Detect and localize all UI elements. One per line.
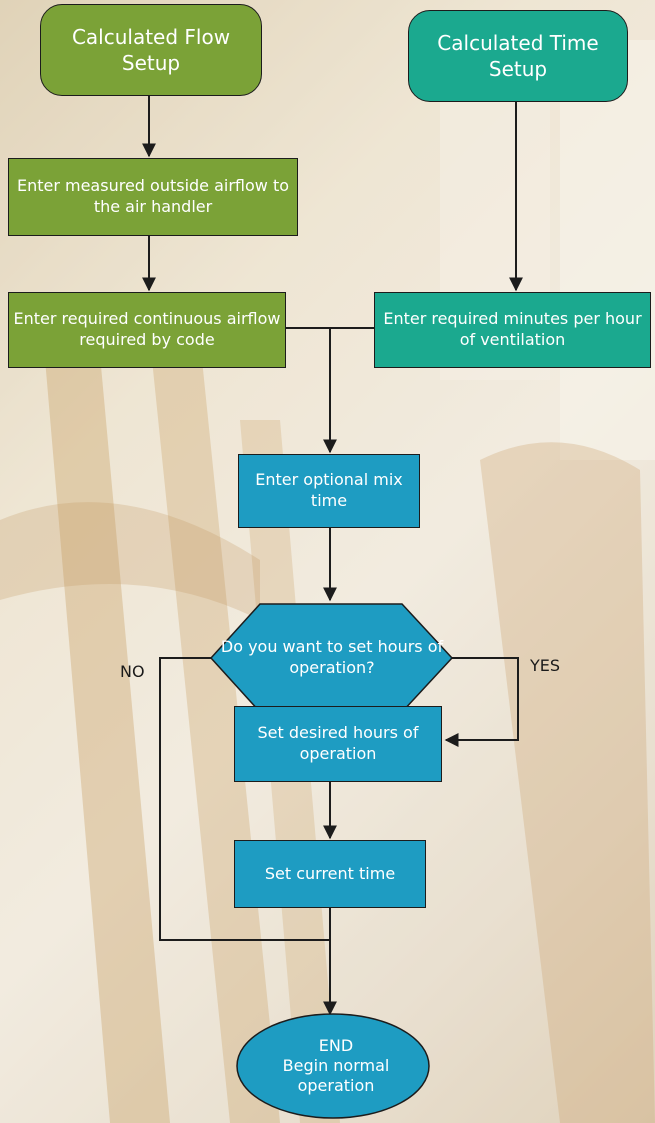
calculated-flow-setup-node: Calculated Flow Setup — [40, 4, 262, 96]
enter-mix-time-node: Enter optional mix time — [238, 454, 420, 528]
set-current-time-label: Set current time — [264, 863, 396, 883]
enter-required-minutes-node: Enter required minutes per hour of venti… — [374, 292, 651, 368]
calculated-time-setup-node: Calculated Time Setup — [408, 10, 628, 102]
enter-required-airflow-label: Enter required continuous airflow requir… — [13, 309, 281, 349]
no-label: NO — [120, 662, 145, 681]
enter-mix-time-label: Enter optional mix time — [255, 470, 403, 510]
enter-required-airflow-node: Enter required continuous airflow requir… — [8, 292, 286, 368]
enter-measured-airflow-node: Enter measured outside airflow to the ai… — [8, 158, 298, 236]
begin-normal-operation-label: Begin normal operation — [282, 1056, 390, 1095]
set-desired-hours-label: Set desired hours of operation — [257, 723, 419, 763]
yes-label: YES — [530, 656, 561, 675]
decision-label: Do you want to set hours of operation? — [220, 637, 444, 677]
calculated-flow-setup-label: Calculated Flow Setup — [71, 25, 231, 75]
end-title: END — [318, 1036, 354, 1055]
end-oval — [236, 1013, 430, 1119]
enter-required-minutes-label: Enter required minutes per hour of venti… — [383, 309, 642, 349]
set-current-time-node: Set current time — [234, 840, 426, 908]
enter-measured-airflow-label: Enter measured outside airflow to the ai… — [16, 176, 290, 216]
end-node: END Begin normal operation — [238, 1017, 434, 1115]
calculated-time-setup-label: Calculated Time Setup — [437, 31, 599, 81]
set-desired-hours-node: Set desired hours of operation — [234, 706, 442, 782]
